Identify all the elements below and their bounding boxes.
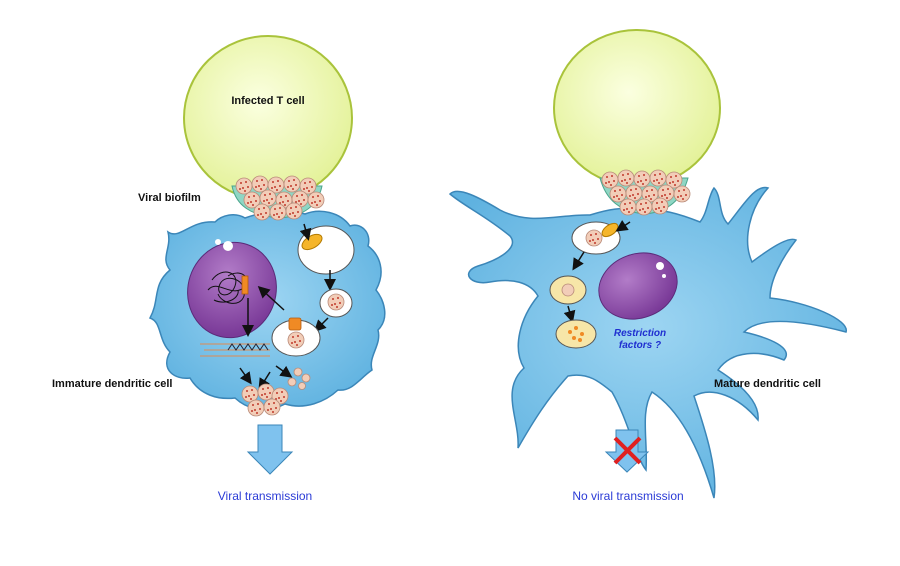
restriction-factors-label-1: Restriction: [614, 328, 666, 339]
viral-biofilm-label: Viral biofilm: [138, 192, 201, 204]
new-virions: [287, 367, 311, 390]
viral-transmission-caption: Viral transmission: [218, 489, 312, 503]
budding-virions-cluster: [241, 383, 289, 417]
blocked-down-arrow-icon: [604, 429, 650, 473]
viral-biofilm-cluster-right: [601, 169, 691, 216]
infected-t-cell: [183, 35, 353, 201]
infected-t-cell-right: [553, 29, 721, 187]
immature-dc-label: Immature dendritic cell: [52, 378, 172, 390]
infected-t-cell-label: Infected T cell: [231, 95, 304, 107]
down-arrow-icon: [246, 424, 294, 475]
nucleus-mature: [598, 252, 678, 320]
no-viral-transmission-caption: No viral transmission: [572, 489, 683, 503]
mature-dendritic-cell: [448, 186, 847, 499]
nucleus-immature: [187, 241, 277, 339]
mature-dc-label: Mature dendritic cell: [714, 378, 821, 390]
mrna-lines: [200, 343, 270, 357]
restriction-factors-label-2: factors ?: [619, 340, 661, 351]
